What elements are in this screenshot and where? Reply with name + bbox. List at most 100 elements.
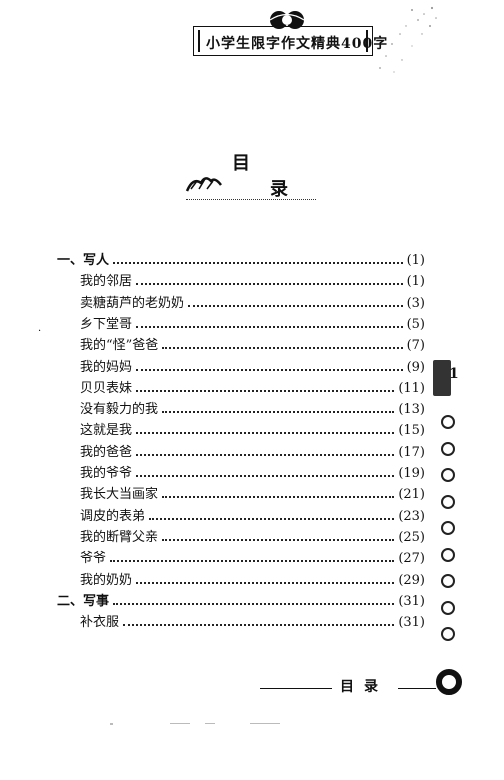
toc-title-char-1: 目: [232, 153, 250, 174]
toc-leader-dots: [136, 368, 403, 371]
toc-entry-page: (1): [406, 253, 425, 268]
toc-entry: 我的邻居 (1): [80, 267, 425, 289]
toc-leader-dots: [136, 453, 395, 456]
toc-entry-page: (31): [398, 593, 425, 609]
toc-leader-dots: [188, 304, 403, 307]
banner-ornament-icon: [269, 11, 305, 29]
toc-entry-label: 我的爷爷: [80, 466, 133, 481]
toc-entry-page: (7): [406, 338, 425, 354]
section-tab: [433, 360, 451, 396]
toc-entry: 我长大当画家 (21): [80, 480, 425, 502]
toc-entry-page: (21): [398, 487, 425, 503]
toc-entry-label: 卖糖葫芦的老奶奶: [80, 295, 185, 311]
toc-leader-dots: [136, 581, 395, 584]
toc-entry-page: (25): [398, 529, 425, 545]
binding-ring-icon: [441, 547, 455, 562]
toc-leader-dots: [162, 538, 395, 541]
binding-ring-icon: [441, 627, 455, 641]
toc-leader-dots: [113, 262, 403, 264]
toc-entry: 我的妈妈 (9): [80, 353, 425, 375]
section-tab-number: 1: [449, 366, 459, 382]
title-underline: [186, 199, 316, 201]
toc-entry-page: (17): [398, 444, 425, 460]
toc-entry-page: (9): [406, 359, 425, 375]
toc-leader-dots: [162, 347, 403, 350]
toc-entry-label: 二、写事: [57, 593, 110, 609]
toc-entry-page: (15): [398, 423, 425, 439]
toc-entry: 补衣服 (31): [80, 608, 425, 630]
toc-leader-dots: [136, 432, 395, 435]
toc-leader-dots: [136, 325, 403, 328]
toc-entry-label: 调皮的表弟: [80, 508, 146, 524]
toc-entry: 我的“怪”爸爸 (7): [80, 331, 425, 353]
toc-entry-page: (31): [398, 615, 425, 631]
toc-entry-label: 一、写人: [57, 253, 110, 268]
toc-leader-dots: [136, 475, 395, 477]
toc-entry-label: 爷爷: [80, 551, 107, 567]
toc-entry: 没有毅力的我 (13): [80, 395, 425, 417]
toc-entry-label: 我的妈妈: [80, 359, 133, 375]
toc-leader-dots: [149, 517, 395, 520]
toc-entry: 贝贝表妹 (11): [80, 374, 425, 396]
toc-entry: 乡下堂哥 (5): [80, 310, 425, 332]
footer-rule-left: [260, 688, 332, 689]
footer-rule-right: [398, 688, 436, 689]
toc-leader-dots: [162, 411, 395, 414]
toc-entry: 我的奶奶 (29): [80, 566, 425, 588]
binding-ring-icon: [441, 574, 455, 588]
toc-entry-label: 我的奶奶: [80, 572, 133, 588]
toc-entry-label: 我的爸爸: [80, 444, 133, 460]
toc-entry: 我的爸爸 (17): [80, 438, 425, 460]
toc-entry-page: (27): [398, 551, 425, 567]
toc-entry-page: (13): [398, 402, 425, 418]
binding-ring-icon: [441, 415, 455, 429]
binding-ring-icon: [441, 468, 455, 482]
toc-entry-label: 补衣服: [80, 615, 120, 631]
toc-entry-label: 我的“怪”爸爸: [80, 338, 159, 354]
toc-leader-dots: [162, 496, 395, 499]
toc-entry-page: (5): [406, 316, 425, 332]
binding-ring-icon: [441, 600, 455, 615]
toc-section-entry: 二、写事 (31): [57, 587, 425, 609]
toc-entry-page: (29): [398, 572, 425, 588]
footer-label: 目录: [340, 679, 388, 695]
toc-entry-page: (11): [398, 380, 425, 396]
toc-entry-label: 我的邻居: [80, 274, 133, 290]
binding-ring-icon: [441, 441, 455, 456]
toc-entry-label: 我长大当画家: [80, 487, 159, 503]
book-title-banner: 小学生限字作文精典400字: [193, 26, 389, 56]
toc-entry-page: (23): [398, 508, 425, 524]
toc-entry-page: (3): [406, 295, 425, 311]
binding-ring-icon: [441, 494, 455, 509]
banner-rule-left: [198, 30, 200, 52]
toc-entry-page: (19): [398, 466, 425, 481]
toc-leader-dots: [123, 624, 395, 627]
toc-entry: 爷爷 (27): [80, 544, 425, 566]
toc-leader-dots: [110, 560, 395, 563]
scan-noise-icon: [110, 723, 280, 725]
toc-leader-dots: [113, 602, 395, 605]
toc-leader-dots: [136, 389, 395, 392]
toc-entry-label: 贝贝表妹: [80, 380, 133, 396]
toc-section-entry: 一、写人 (1): [57, 246, 425, 268]
toc-entry-label: 这就是我: [80, 423, 133, 439]
binding-ring-icon: [441, 521, 455, 535]
speckle-decoration-icon: [379, 6, 437, 73]
toc-entry-label: 没有毅力的我: [80, 402, 159, 418]
banner-rule-right: [366, 30, 368, 52]
toc-entry: 这就是我 (15): [80, 416, 425, 438]
toc-entry-label: 乡下堂哥: [80, 316, 133, 332]
toc-leader-dots: [136, 283, 403, 286]
toc-entry-label: 我的断臂父亲: [80, 529, 159, 545]
book-title: 小学生限字作文精典400字: [206, 36, 389, 52]
toc-title-char-2: 录: [270, 179, 288, 200]
toc-entry: 我的爷爷 (19): [80, 459, 425, 481]
toc-entry-page: (1): [406, 274, 425, 290]
toc-entry: 我的断臂父亲 (25): [80, 523, 425, 545]
binding-ring-large-icon: [436, 669, 462, 695]
toc-entry: 卖糖葫芦的老奶奶 (3): [80, 289, 425, 311]
title-ornament-icon: [185, 177, 222, 192]
stray-mark: ·: [38, 326, 42, 337]
toc-entry: 调皮的表弟 (23): [80, 502, 425, 524]
